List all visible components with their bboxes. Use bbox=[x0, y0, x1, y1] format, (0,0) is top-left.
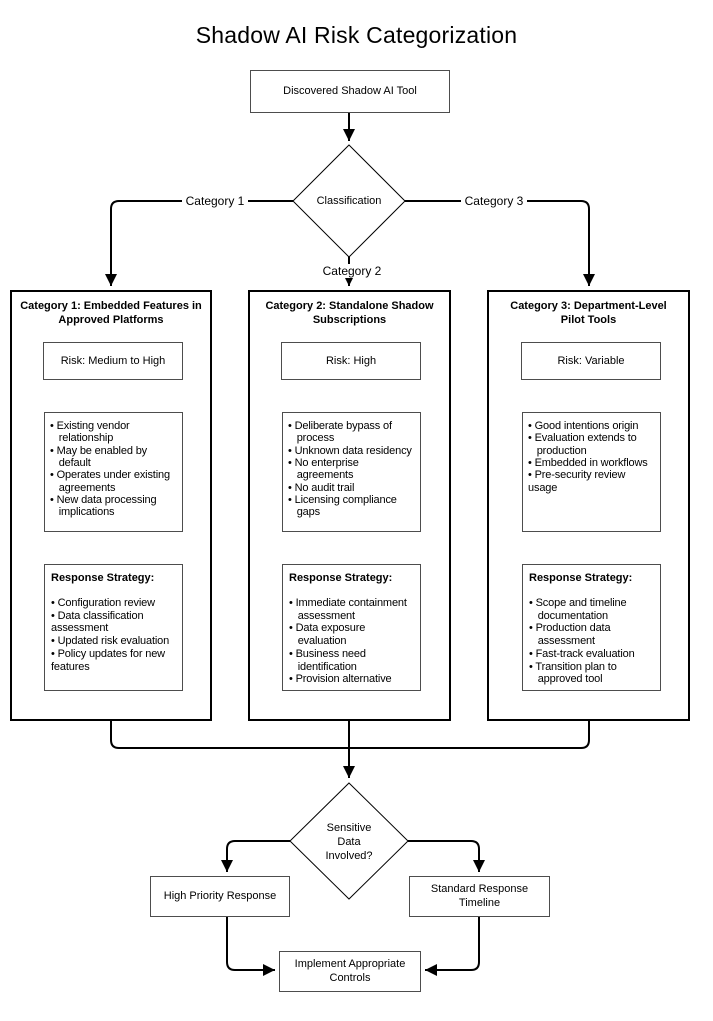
classification-decision-label: Classification bbox=[316, 195, 382, 207]
arrow-high-priority-to-implement bbox=[226, 917, 275, 976]
category-1-box: Category 1: Embedded Features in Approve… bbox=[10, 290, 212, 721]
category-2-response-box: Response Strategy: • Immediate containme… bbox=[282, 564, 421, 691]
category-2-response-list: • Immediate containment assessment • Dat… bbox=[289, 596, 407, 686]
arrow-to-category-1 bbox=[105, 200, 293, 286]
arrow-to-standard-response bbox=[408, 840, 485, 872]
category-3-characteristics-box: • Good intentions origin • Evaluation ex… bbox=[522, 412, 661, 532]
category-2-response-title: Response Strategy: bbox=[289, 572, 393, 584]
category-1-response-title: Response Strategy: bbox=[51, 572, 155, 584]
sensitive-diamond-shape bbox=[289, 782, 409, 900]
category-1-response-list: • Configuration review • Data classifica… bbox=[51, 596, 170, 673]
page-title: Shadow AI Risk Categorization bbox=[195, 22, 518, 48]
node-standard-response-timeline: Standard Response Timeline bbox=[409, 876, 550, 917]
edge-label-category-1: Category 1 bbox=[182, 194, 248, 208]
category-1-risk-box: Risk: Medium to High bbox=[43, 342, 183, 380]
edge-label-category-2: Category 2 bbox=[319, 264, 385, 278]
category-2-characteristics-box: • Deliberate bypass of process • Unknown… bbox=[282, 412, 421, 532]
category-3-risk-box: Risk: Variable bbox=[521, 342, 661, 380]
sensitive-decision-label: Sensitive Data Involved? bbox=[325, 822, 373, 862]
arrow-to-category-3 bbox=[405, 200, 595, 286]
edge-label-category-3: Category 3 bbox=[461, 194, 527, 208]
category-3-response-list: • Scope and timeline documentation • Pro… bbox=[529, 596, 635, 686]
category-2-header: Category 2: Standalone Shadow Subscripti… bbox=[265, 300, 434, 327]
category-3-box: Category 3: Department-Level Pilot Tools… bbox=[487, 290, 690, 721]
category-1-response-box: Response Strategy: • Configuration revie… bbox=[44, 564, 183, 691]
category-3-response-title: Response Strategy: bbox=[529, 572, 633, 584]
node-implement-controls: Implement Appropriate Controls bbox=[279, 951, 421, 992]
arrow-standard-to-implement bbox=[425, 917, 480, 976]
category-3-header: Category 3: Department-Level Pilot Tools bbox=[510, 300, 667, 327]
category-3-response-box: Response Strategy: • Scope and timeline … bbox=[522, 564, 661, 691]
category-2-risk-box: Risk: High bbox=[281, 342, 421, 380]
arrow-to-high-priority bbox=[221, 840, 290, 872]
category-1-characteristics-box: • Existing vendor relationship • May be … bbox=[44, 412, 183, 532]
node-high-priority-response: High Priority Response bbox=[150, 876, 290, 917]
node-discovered-tool: Discovered Shadow AI Tool bbox=[250, 70, 450, 113]
category-1-header: Category 1: Embedded Features in Approve… bbox=[20, 300, 202, 327]
category-2-box: Category 2: Standalone Shadow Subscripti… bbox=[248, 290, 451, 721]
